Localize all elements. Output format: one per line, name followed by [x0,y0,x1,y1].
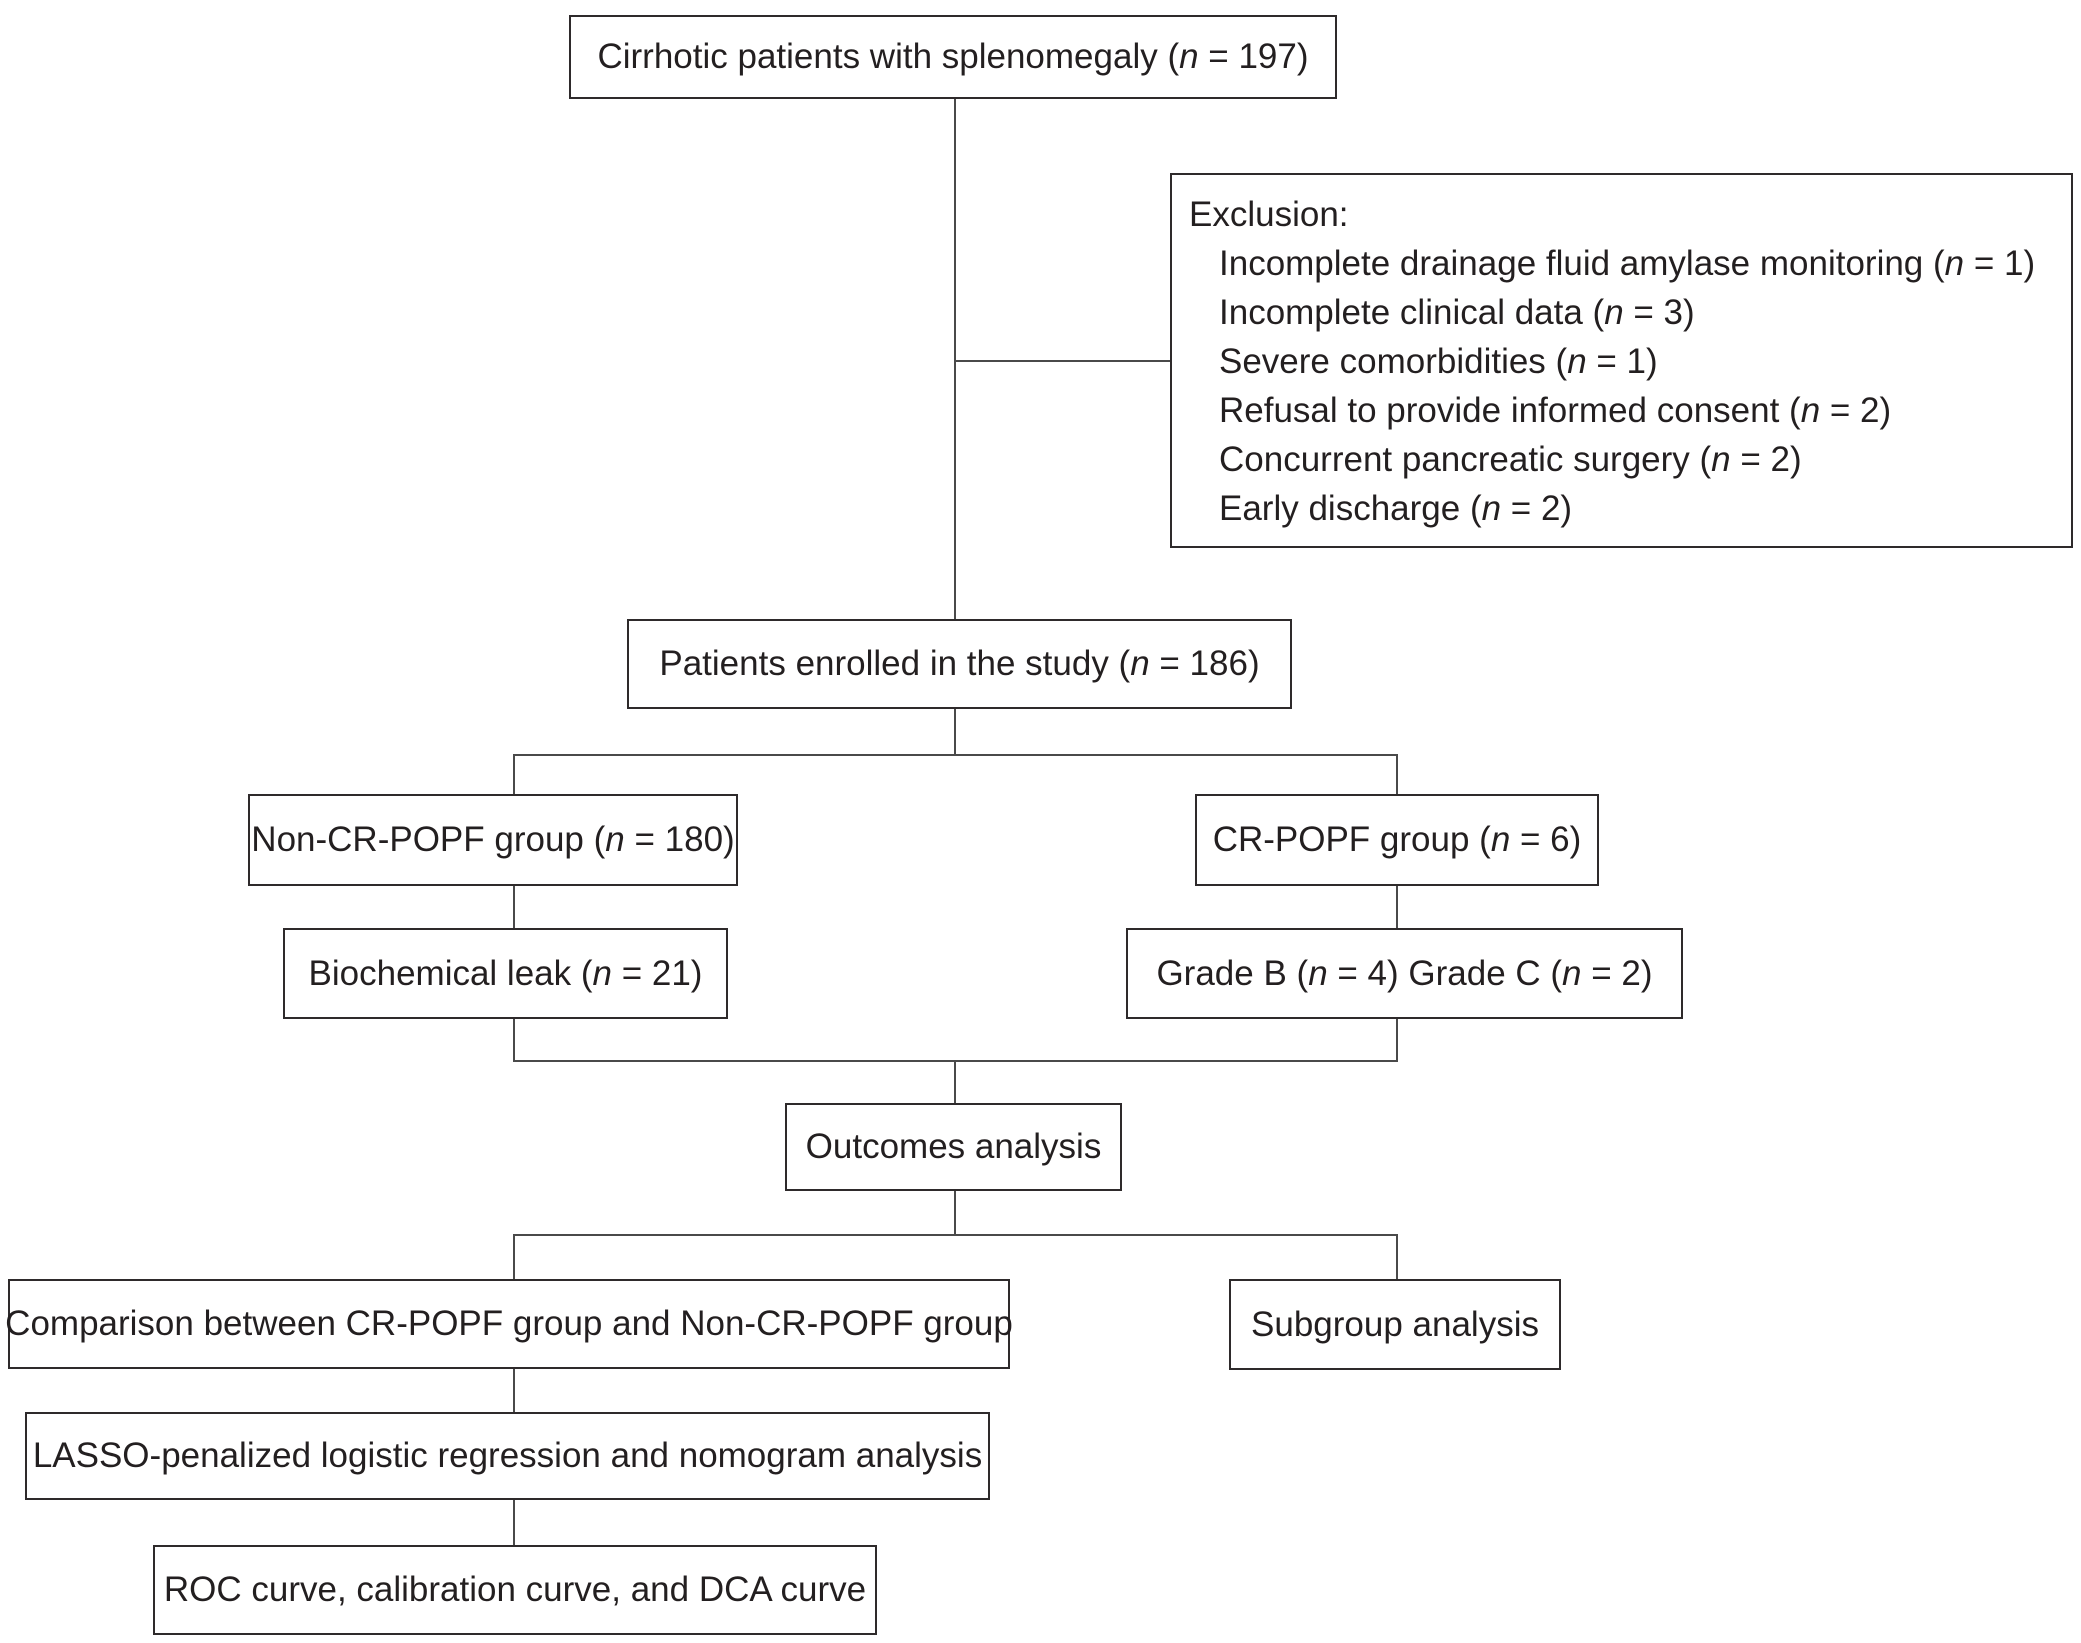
cr-popf-group-label: CR-POPF group (n = 6) [1212,820,1582,859]
exclusion-item: Severe comorbidities (n = 1) [1219,342,1658,381]
enrolled-patients-label: Patients enrolled in the study (n = 186) [659,644,1260,683]
comparison-box: Comparison between CR-POPF group and Non… [5,1279,1013,1369]
outcomes-analysis-box: Outcomes analysis [785,1103,1122,1191]
connector-noncr-to-biochemical [513,885,515,929]
connector-initial-to-enrolled [954,98,956,619]
subgroup-analysis-box: Subgroup analysis [1229,1279,1561,1370]
biochemical-leak-box: Biochemical leak (n = 21) [283,928,728,1019]
enrolled-patients-box: Patients enrolled in the study (n = 186) [627,619,1292,709]
connector-to-outcomes [954,1060,956,1104]
initial-patients-label: Cirrhotic patients with splenomegaly (n … [597,37,1309,76]
exclusion-item: Concurrent pancreatic surgery (n = 2) [1219,440,1802,479]
lasso-regression-label: LASSO-penalized logistic regression and … [32,1436,983,1475]
connector-cr-to-grades [1396,885,1398,929]
lasso-regression-box: LASSO-penalized logistic regression and … [25,1412,990,1500]
exclusion-item: Refusal to provide informed consent (n =… [1219,391,1892,430]
non-cr-popf-group-box: Non-CR-POPF group (n = 180) [248,794,738,886]
roc-calibration-dca-box: ROC curve, calibration curve, and DCA cu… [153,1545,877,1635]
connector-grades-down [1396,1018,1398,1062]
connector-to-cr-popf [1396,754,1398,795]
connector-to-exclusion [954,360,1172,362]
biochemical-leak-label: Biochemical leak (n = 21) [308,953,703,993]
cr-popf-group-box: CR-POPF group (n = 6) [1195,794,1599,886]
connector-outcomes-down [954,1190,956,1236]
exclusion-item: Early discharge (n = 2) [1219,489,1573,528]
grade-b-c-box: Grade B (n = 4) Grade C (n = 2) [1126,928,1683,1019]
connector-split-bar-groups [513,754,1398,756]
connector-to-non-cr-popf [513,754,515,795]
connector-to-subgroup [1396,1234,1398,1280]
connector-split-bar-analysis [513,1234,1398,1236]
roc-calibration-dca-label: ROC curve, calibration curve, and DCA cu… [163,1570,867,1609]
exclusion-title: Exclusion: [1189,195,1349,234]
connector-to-comparison [513,1234,515,1280]
initial-patients-box: Cirrhotic patients with splenomegaly (n … [569,15,1337,99]
exclusion-item: Incomplete clinical data (n = 3) [1219,293,1695,332]
connector-comparison-to-lasso [513,1369,515,1413]
non-cr-popf-group-label: Non-CR-POPF group (n = 180) [251,820,735,859]
exclusion-box: Exclusion: Incomplete drainage fluid amy… [1170,173,2073,548]
connector-lasso-to-roc [513,1500,515,1546]
connector-biochemical-down [513,1018,515,1062]
exclusion-item: Incomplete drainage fluid amylase monito… [1219,244,2036,283]
subgroup-analysis-label: Subgroup analysis [1251,1304,1539,1344]
outcomes-analysis-label: Outcomes analysis [805,1127,1102,1166]
connector-enrolled-down [954,708,956,755]
comparison-label: Comparison between CR-POPF group and Non… [5,1304,1013,1343]
grade-b-c-label: Grade B (n = 4) Grade C (n = 2) [1156,953,1653,993]
